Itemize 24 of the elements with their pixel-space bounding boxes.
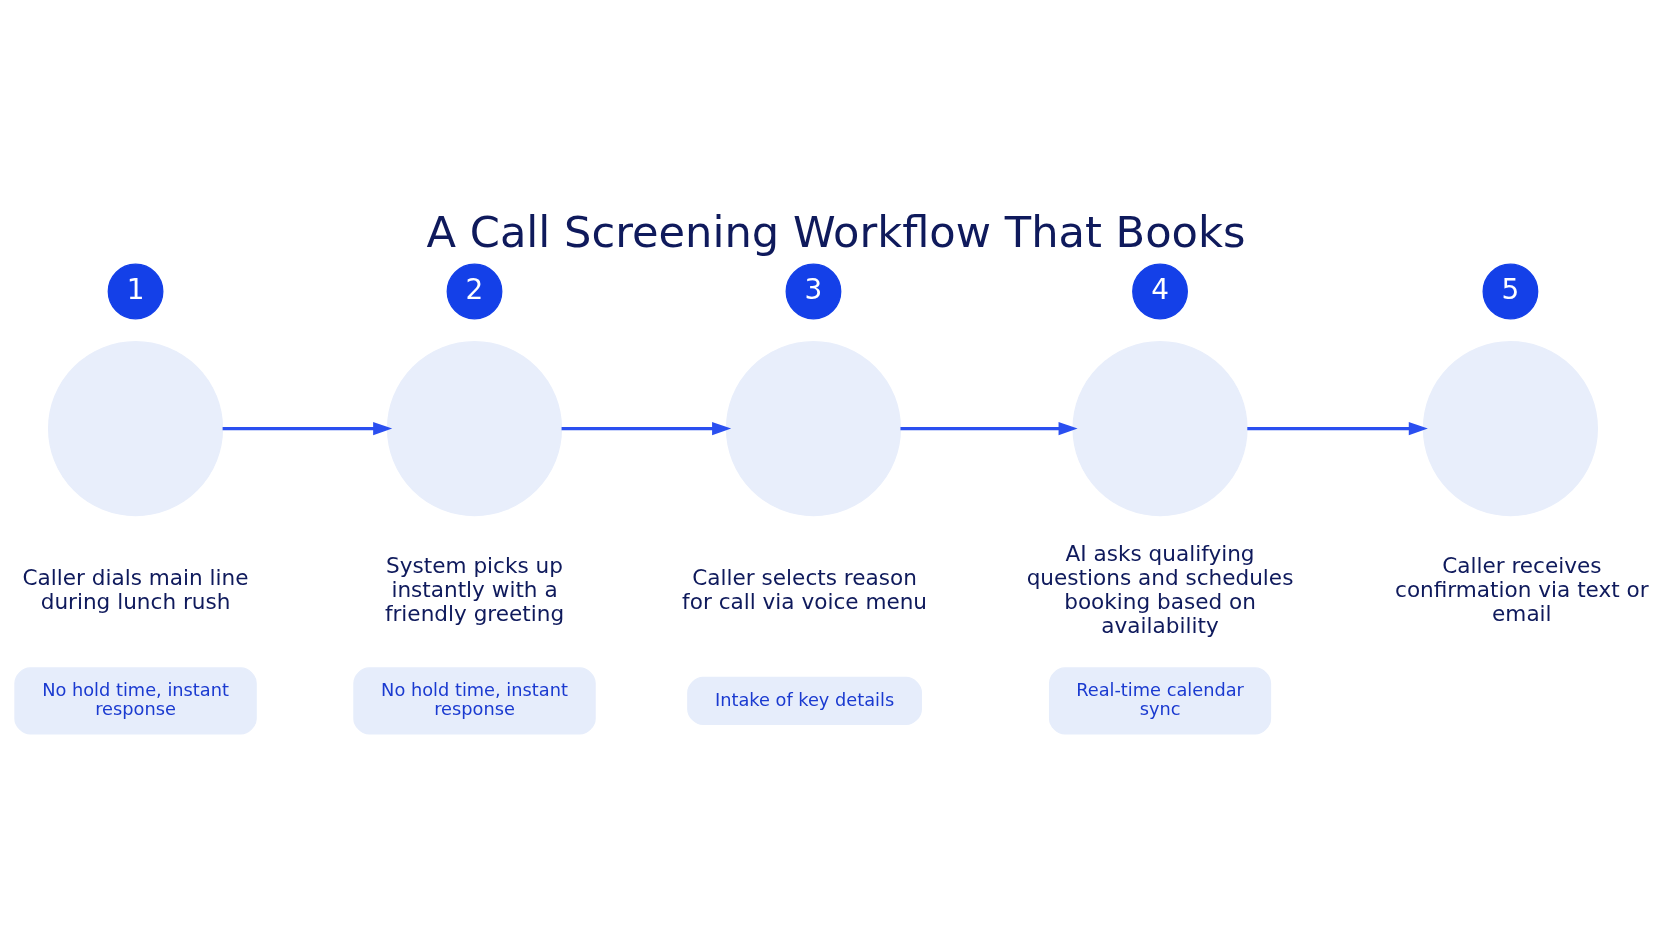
- node-circle: 5: [1482, 263, 1539, 319]
- node-circle: 2: [446, 263, 503, 319]
- node-circle: [725, 340, 902, 516]
- node-label: Caller selects reason for call via voice menu: [682, 564, 928, 614]
- node-circle: 4: [1132, 263, 1188, 319]
- node-circle: [386, 340, 563, 516]
- node-label: Caller dials main line during lunch rush: [22, 564, 249, 614]
- arrow: [222, 421, 393, 435]
- arrow: [900, 421, 1078, 435]
- node-box: Real-time calendar sync: [1048, 666, 1272, 735]
- node-circle: [1072, 340, 1248, 516]
- node-label: System picks up instantly with a friendly greeting: [384, 552, 565, 626]
- node-box: No hold time, instant response: [14, 666, 257, 735]
- node-circle: [1422, 340, 1598, 516]
- node-box: No hold time, instant response: [353, 666, 596, 735]
- arrow: [561, 421, 732, 435]
- node-circle: 1: [107, 263, 164, 319]
- node-circle: 3: [785, 263, 842, 319]
- arrow: [1247, 421, 1428, 435]
- node-circle: [47, 340, 224, 516]
- node-label: AI asks qualifying questions and schedules booking based on availability: [1026, 540, 1294, 638]
- node-label: Caller receives confirmation via text or email: [1395, 552, 1649, 626]
- diagram-title: A Call Screening Workflow That Books: [426, 206, 1246, 257]
- node-box: Intake of key details: [687, 676, 922, 725]
